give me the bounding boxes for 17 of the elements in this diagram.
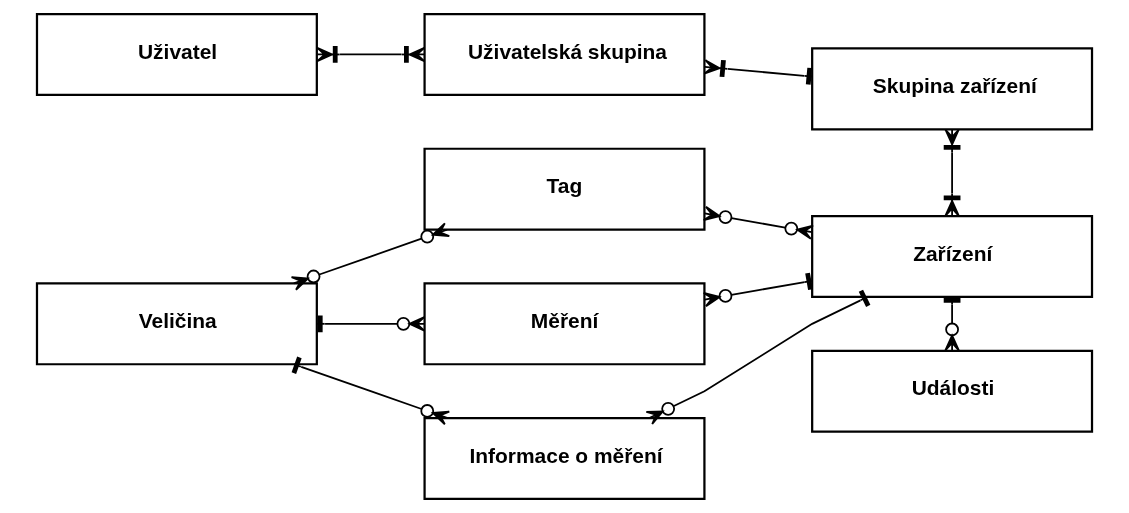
node-box: Tag [423, 147, 706, 231]
node-box: Uživatelská skupina [423, 12, 706, 96]
connector [645, 289, 871, 425]
node-box: Měření [423, 282, 706, 366]
connector [943, 296, 961, 352]
connector [702, 205, 814, 240]
node-box: Informace o měření [423, 417, 706, 501]
node-box: Zařízení [811, 214, 1094, 299]
connector [290, 222, 451, 291]
connector [316, 315, 426, 333]
node-box: Skupina zařízení [811, 47, 1094, 131]
connector [316, 46, 426, 63]
node-box: Uživatel [35, 12, 318, 96]
connector [702, 272, 813, 308]
connector [291, 356, 451, 426]
node-box: Události [811, 349, 1094, 433]
connector [703, 59, 813, 85]
